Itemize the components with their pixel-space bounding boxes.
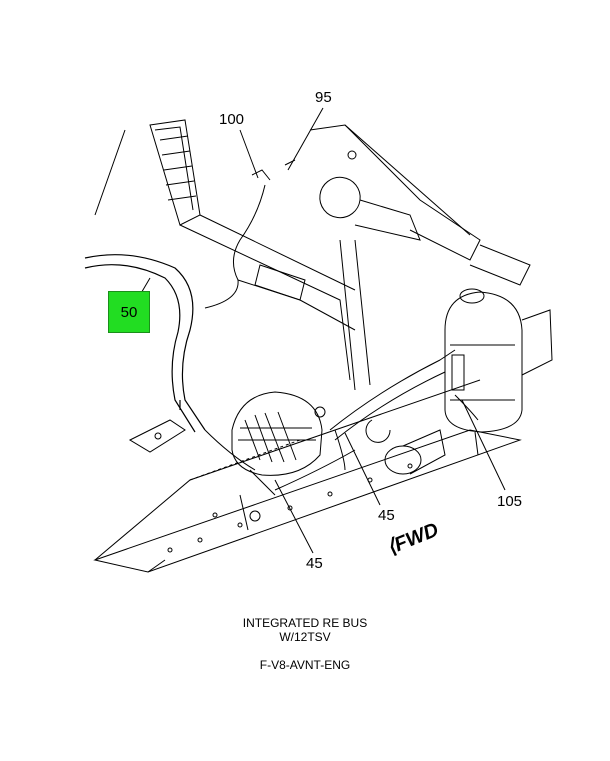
callout-45-lower: 45 bbox=[306, 555, 323, 572]
callout-95: 95 bbox=[315, 89, 332, 106]
callout-105: 105 bbox=[497, 493, 523, 510]
hose-50 bbox=[84, 254, 206, 433]
diagram-code: F-V8-AVNT-ENG bbox=[259, 658, 351, 672]
caption-line-2: W/12TSV bbox=[279, 630, 331, 644]
frame-rail bbox=[93, 379, 522, 573]
callout-50: 50 bbox=[120, 303, 138, 321]
radiator-frame bbox=[94, 119, 531, 391]
alternator bbox=[231, 391, 326, 531]
caption-line-1: INTEGRATED RE BUS bbox=[242, 616, 368, 630]
mount-bracket bbox=[128, 419, 186, 453]
callout-50-highlight[interactable]: 50 bbox=[108, 291, 150, 333]
callout-45-upper: 45 bbox=[378, 507, 395, 524]
callout-100: 100 bbox=[219, 111, 245, 128]
coolant-tank bbox=[444, 288, 553, 456]
pipe-outlet bbox=[365, 419, 446, 475]
leader-lines bbox=[139, 107, 506, 554]
wire-harness bbox=[204, 159, 479, 491]
